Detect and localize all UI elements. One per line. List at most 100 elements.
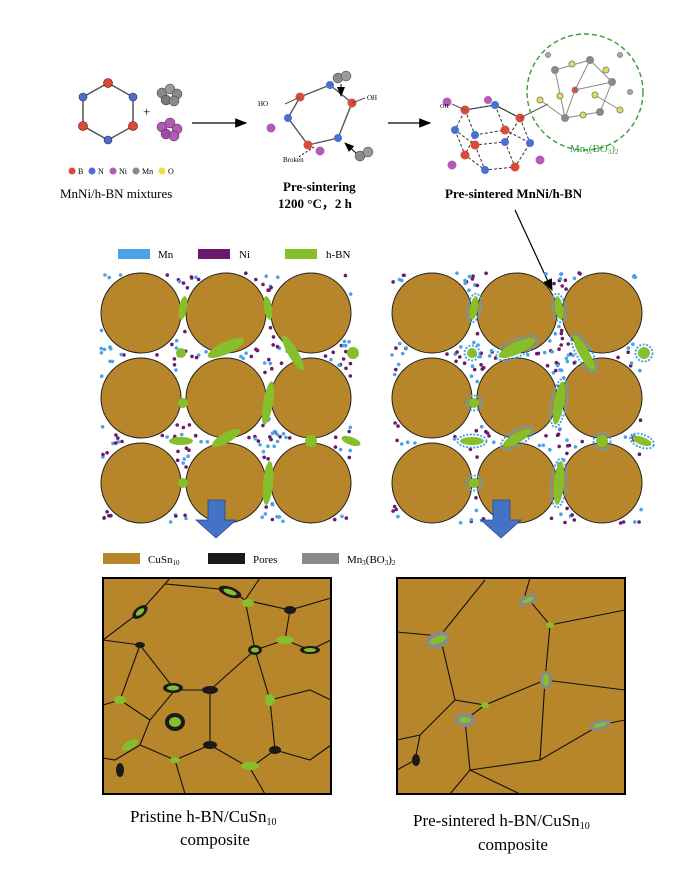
caption-right-line1: Pre-sintered h-BN/CuSn10 <box>413 811 590 832</box>
mn-dot <box>268 361 273 366</box>
ni-dot <box>105 510 109 514</box>
ni-dot <box>475 455 479 459</box>
middle-legend: Mn Ni h-BN <box>118 249 351 261</box>
ni-dot <box>194 355 199 360</box>
mn-dot <box>404 346 409 350</box>
ni-dot <box>187 423 192 427</box>
mn-dot <box>559 272 564 276</box>
mn-dot <box>548 447 552 452</box>
ni-dot <box>105 451 109 455</box>
mn-dot <box>119 352 123 357</box>
ni-dot <box>580 439 584 444</box>
mn-dot <box>348 448 353 453</box>
mn-dot <box>551 371 556 375</box>
hbn-particle <box>178 296 188 320</box>
ni-dot <box>256 439 261 443</box>
stage3-label: Pre-sintered MnNi/h-BN <box>445 186 583 201</box>
mn-dot <box>390 353 394 357</box>
hbn-particle <box>178 398 188 408</box>
ni-dot <box>262 455 267 460</box>
ni-dot <box>471 274 475 279</box>
hbn-particle <box>263 296 273 320</box>
mn-dot <box>174 338 179 343</box>
mn-dot <box>260 515 265 519</box>
ni-dot <box>189 275 194 279</box>
ni-dot <box>184 465 188 469</box>
mn-dot <box>396 514 400 519</box>
mn-dot <box>565 438 569 443</box>
mn-dot <box>526 353 530 357</box>
mn-dot <box>489 348 494 353</box>
hbn-particle <box>211 428 241 448</box>
mn-coating <box>629 432 655 450</box>
mn-dot <box>413 441 417 445</box>
mn-dot <box>478 354 483 359</box>
mn-dot <box>396 362 401 367</box>
presintered-mixture-grid <box>390 271 655 525</box>
mn-dot <box>469 518 474 522</box>
mn-dot <box>463 281 468 286</box>
mn-coating <box>463 344 481 362</box>
ni-dot <box>347 429 352 434</box>
mn-coating <box>499 425 535 451</box>
hbn-particle <box>638 347 650 359</box>
ni-dot <box>101 452 105 457</box>
ni-dot <box>341 357 346 361</box>
mn-dot <box>474 508 479 513</box>
ni-dot <box>616 355 620 360</box>
ni-dot <box>479 363 483 367</box>
ni-dot <box>263 370 267 375</box>
ni-dot <box>185 286 190 290</box>
mn-dot <box>174 368 178 372</box>
mn-dot <box>459 345 463 349</box>
mn-dot <box>558 277 563 281</box>
ni-dot <box>394 507 399 512</box>
mn-dot <box>241 356 246 361</box>
ni-dot <box>344 516 349 520</box>
legend-mn-swatch <box>118 249 150 259</box>
ni-dot <box>557 347 561 352</box>
ni-dot <box>343 273 348 278</box>
mn-dot <box>253 437 258 441</box>
mn-dot <box>342 339 347 344</box>
ni-dot <box>173 434 177 439</box>
mn-dot <box>347 340 351 344</box>
link-arrow-to-presintered <box>514 209 553 292</box>
ni-dot <box>172 363 177 367</box>
mn-dot <box>397 277 402 282</box>
mn-dot <box>275 439 280 444</box>
mn-dot <box>623 435 628 439</box>
svg-text:B: B <box>78 167 83 176</box>
ni-dot <box>391 509 395 513</box>
ni-dot <box>563 520 567 525</box>
stage1-label: MnNi/h-BN mixtures <box>60 186 172 201</box>
svg-text:OH: OH <box>367 94 377 102</box>
cusn-grain <box>476 272 558 354</box>
cusn-grain <box>391 272 473 354</box>
ni-dot <box>332 517 337 522</box>
ni-dot <box>193 433 198 438</box>
mn-dot <box>469 374 474 379</box>
ni-dot <box>554 360 559 365</box>
cusn-grain <box>185 357 267 439</box>
ni-dot <box>559 328 564 333</box>
mn-dot <box>108 345 112 349</box>
mn-dot <box>543 350 547 355</box>
mn-dot <box>262 361 267 365</box>
mn-dot <box>272 444 277 449</box>
mn-dot <box>99 328 104 333</box>
mn-dot <box>633 520 637 524</box>
ni-dot <box>333 435 338 440</box>
mn-dot <box>564 356 569 361</box>
svg-text:O: O <box>168 167 174 176</box>
ni-dot <box>618 521 623 525</box>
caption-left-line1: Pristine h-BN/CuSn10 <box>130 807 277 828</box>
cusn-grain <box>270 357 352 439</box>
ni-dot <box>566 444 570 448</box>
mn-dot <box>455 271 459 276</box>
ni-dot <box>113 441 118 445</box>
cusn-grain <box>476 357 558 439</box>
mn-dot <box>472 340 476 345</box>
ni-dot <box>323 354 328 358</box>
mn-dot <box>281 432 286 436</box>
